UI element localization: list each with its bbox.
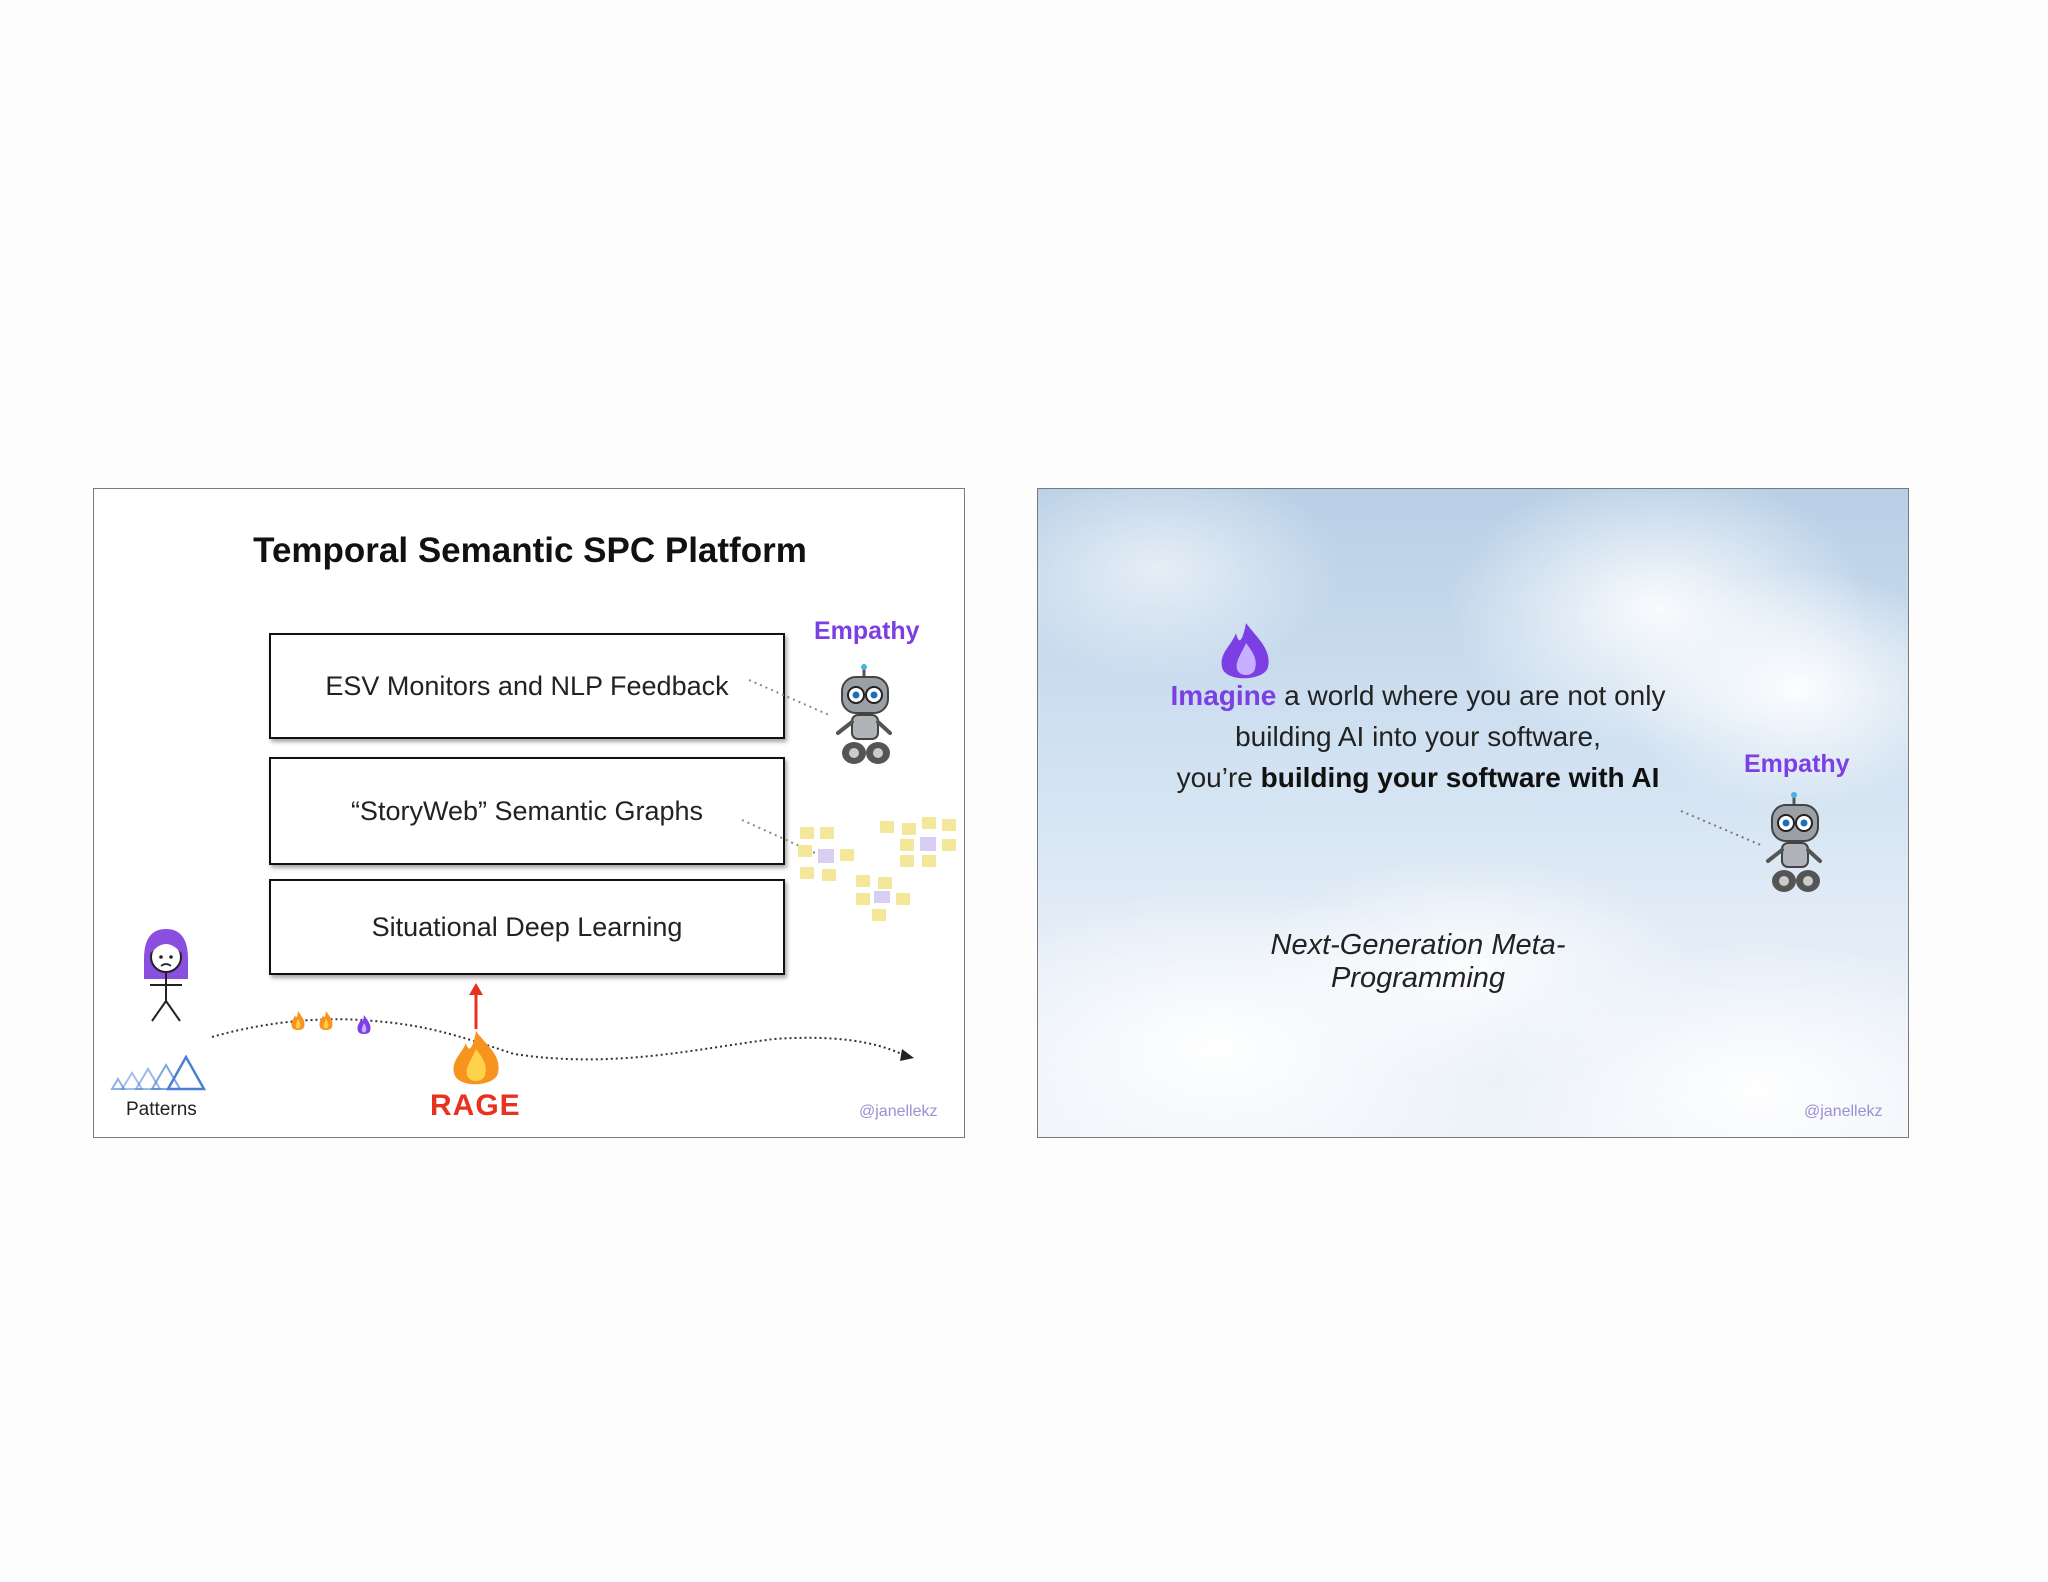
- imagine-highlight: Imagine: [1170, 680, 1277, 711]
- line1-rest: a world where you are not only: [1276, 680, 1666, 711]
- red-up-arrow-icon: [469, 983, 483, 1029]
- patterns-label: Patterns: [126, 1099, 197, 1120]
- small-flame-icon: [291, 1011, 305, 1030]
- slide2-illustration: [1680, 792, 1822, 892]
- box-label: “StoryWeb” Semantic Graphs: [350, 795, 704, 826]
- purple-flame-icon: [1221, 623, 1269, 679]
- slide1-illustration: [110, 664, 956, 1091]
- box-situational-deep-learning: Situational Deep Learning: [269, 879, 785, 975]
- sticky-notes-graphic: [798, 817, 956, 921]
- big-flame-icon: [453, 1031, 499, 1085]
- imagine-line-2: building AI into your software,: [1235, 721, 1601, 752]
- small-flame-icon: [319, 1011, 333, 1030]
- connector-line: [1680, 810, 1764, 847]
- slide-imagine-meta-programming: Imagine a world where you are not only b…: [1037, 488, 1909, 1138]
- journey-path: [211, 1018, 905, 1061]
- slide-subtitle: Next-Generation Meta-Programming: [1270, 929, 1566, 994]
- robot-icon: [836, 664, 892, 764]
- imagine-line-3: you’re building your software with AI: [1158, 757, 1678, 798]
- box-label: ESV Monitors and NLP Feedback: [325, 670, 729, 701]
- author-credit: @janellekz: [1804, 1103, 1883, 1120]
- line3-prefix: you’re: [1176, 762, 1261, 793]
- box-storyweb-graphs: “StoryWeb” Semantic Graphs: [269, 757, 785, 865]
- slide-title: Temporal Semantic SPC Platform: [253, 531, 807, 570]
- imagine-line-1: Imagine a world where you are not only: [1158, 675, 1678, 716]
- box-label: Situational Deep Learning: [371, 911, 683, 942]
- line3-bold: building your software with AI: [1260, 762, 1660, 793]
- box-esv-monitors: ESV Monitors and NLP Feedback: [269, 633, 785, 739]
- small-purple-flame-icon: [357, 1015, 371, 1034]
- slide-temporal-semantic-spc: Temporal Semantic SPC Platform ESV Monit…: [93, 488, 965, 1138]
- patterns-triangles-icon: [110, 1054, 207, 1091]
- path-arrowhead: [900, 1049, 914, 1061]
- person-stick-figure-icon: [144, 929, 188, 1022]
- connector-line: [748, 679, 830, 716]
- empathy-label: Empathy: [1744, 750, 1850, 778]
- robot-icon: [1766, 792, 1822, 892]
- rage-label: RAGE: [430, 1089, 521, 1122]
- author-credit: @janellekz: [859, 1103, 938, 1120]
- empathy-label: Empathy: [814, 617, 920, 645]
